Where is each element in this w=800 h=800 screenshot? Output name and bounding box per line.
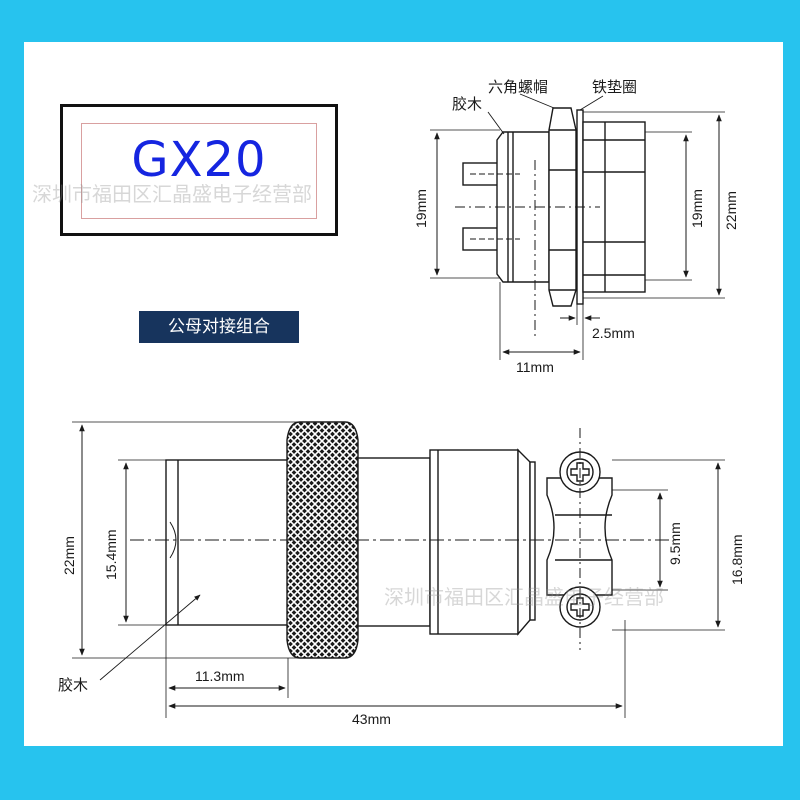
dim-22mm: 22mm — [61, 536, 77, 575]
plug-sleeve — [357, 457, 431, 627]
dim-left-19mm: 19mm — [413, 189, 429, 228]
dim-11-3mm: 11.3mm — [195, 668, 245, 684]
watermark-bottom: 深圳市福田区汇晶盛电子经营部 — [384, 585, 664, 609]
dim-43mm: 43mm — [352, 711, 391, 727]
label-rubber-top: 胶木 — [452, 96, 482, 113]
dim-inner-19mm: 19mm — [689, 189, 705, 228]
dim-16-8mm: 16.8mm — [729, 534, 745, 585]
bottom-view — [72, 421, 725, 718]
label-hex-nut: 六角螺帽 — [488, 79, 548, 96]
model-name: GX20 — [131, 132, 267, 188]
knurled-nut — [286, 421, 359, 659]
watermark-top: 深圳市福田区汇晶盛电子经营部 — [32, 182, 312, 206]
dim-length-11mm: 11mm — [516, 359, 554, 375]
dim-thickness: 2.5mm — [592, 325, 635, 341]
model-box: GX20 — [60, 104, 338, 236]
top-view — [430, 93, 725, 360]
dim-outer-22mm: 22mm — [723, 191, 739, 230]
clamp-screw-bottom — [559, 586, 601, 628]
caption-badge: 公母对接组合 — [139, 311, 299, 343]
plug-body — [429, 449, 519, 635]
dim-9-5mm: 9.5mm — [667, 522, 683, 565]
label-washer: 铁垫圈 — [592, 79, 637, 96]
plug-rubber-front — [165, 459, 289, 626]
dim-15-4mm: 15.4mm — [103, 529, 119, 580]
label-rubber-bottom: 胶木 — [58, 677, 88, 694]
socket-body — [582, 121, 646, 293]
model-inner-frame: GX20 — [81, 123, 317, 219]
